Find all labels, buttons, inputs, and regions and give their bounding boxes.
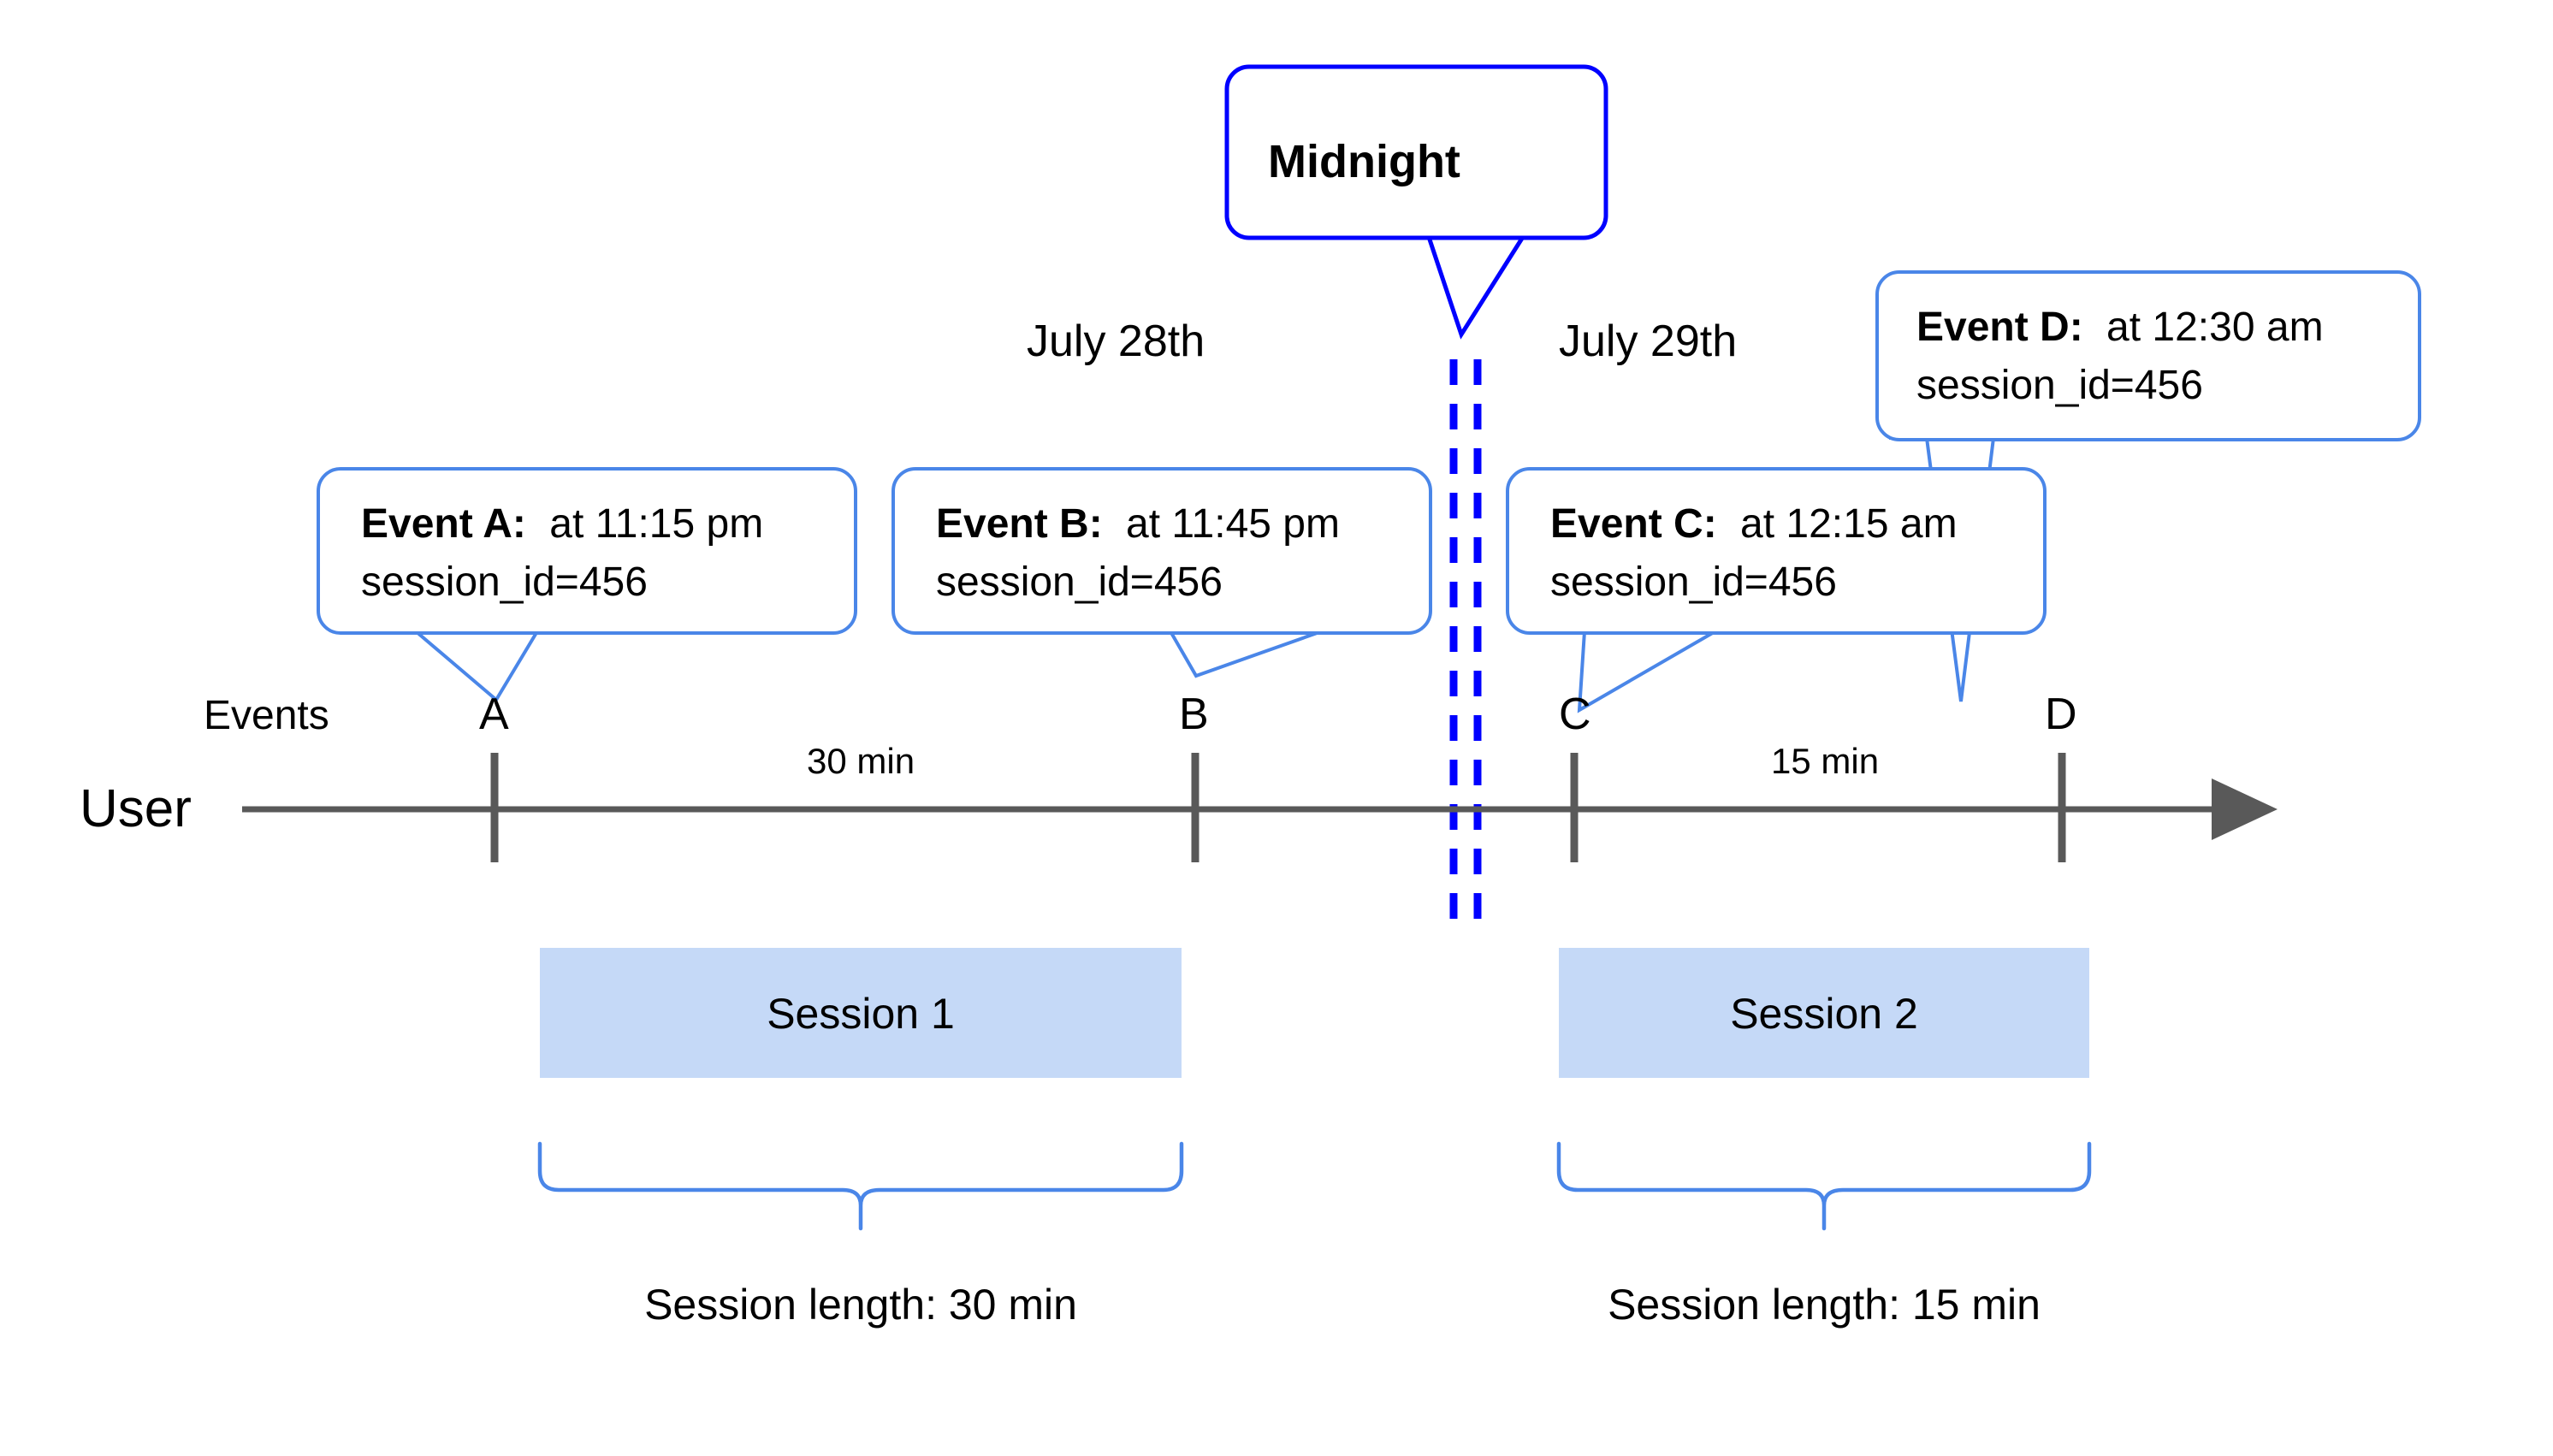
gap-label-a-b: 30 min [807, 741, 915, 781]
event-b-callout: Event B: at 11:45 pm session_id=456 [891, 467, 1432, 678]
timeline-axis [242, 753, 2278, 862]
event-b-title: Event B: [936, 501, 1103, 547]
session-2-label: Session 2 [1730, 990, 1918, 1038]
event-a-time: at 11:15 pm [549, 501, 763, 547]
midnight-callout-box [1224, 64, 1608, 240]
event-d-callout-box [1875, 270, 2421, 441]
session-2-brace [1556, 1141, 2092, 1231]
day-label-july-28: July 28th [1027, 317, 1205, 366]
gap-label-c-d: 15 min [1771, 741, 1879, 781]
event-d-callout: Event D: at 12:30 am session_id=456 [1875, 270, 2421, 702]
session-2-length-label: Session length: 15 min [1608, 1281, 2041, 1329]
session-1-bar [540, 948, 1182, 1078]
event-a-callout: Event A: at 11:15 pm session_id=456 [317, 467, 857, 703]
marker-label-c: C [1559, 690, 1591, 739]
midnight-callout-tail [1369, 234, 1577, 340]
session-1-length-label: Session length: 30 min [644, 1281, 1077, 1329]
event-d-title: Event D: [1916, 305, 2083, 350]
session-2-group: Session 2 Session length: 15 min [1556, 948, 2092, 1329]
event-a-line-1: Event A: at 11:15 pm [361, 501, 763, 547]
event-c-callout: Event C: at 12:15 am session_id=456 [1506, 467, 2047, 713]
midnight-divider [1449, 359, 1482, 924]
midnight-callout: Midnight [1224, 64, 1608, 340]
event-b-time: at 11:45 pm [1126, 501, 1340, 547]
event-c-session-id: session_id=456 [1550, 559, 1837, 605]
event-d-session-id: session_id=456 [1916, 363, 2203, 408]
event-a-callout-box [317, 467, 857, 635]
marker-label-a: A [479, 690, 509, 739]
row-label-events: Events [204, 693, 329, 738]
event-b-session-id: session_id=456 [936, 559, 1223, 605]
event-d-time: at 12:30 am [2106, 305, 2324, 350]
row-label-user: User [80, 779, 192, 838]
session-2-bar [1559, 948, 2089, 1078]
marker-label-b: B [1179, 690, 1209, 739]
session-1-brace [537, 1141, 1184, 1231]
timeline-arrow-icon [2212, 778, 2278, 840]
session-1-group: Session 1 Session length: 30 min [537, 948, 1184, 1329]
day-label-july-29: July 29th [1559, 317, 1737, 366]
event-c-line-1: Event C: at 12:15 am [1550, 501, 1958, 547]
midnight-label: Midnight [1268, 136, 1460, 187]
event-c-callout-box [1506, 467, 2047, 635]
event-b-callout-box [891, 467, 1432, 635]
session-1-label: Session 1 [767, 990, 955, 1038]
event-c-title: Event C: [1550, 501, 1717, 547]
event-d-line-1: Event D: at 12:30 am [1916, 305, 2324, 350]
event-b-line-1: Event B: at 11:45 pm [936, 501, 1340, 547]
event-c-time: at 12:15 am [1740, 501, 1958, 547]
event-a-callout-tail [342, 630, 599, 703]
event-a-session-id: session_id=456 [361, 559, 648, 605]
marker-label-d: D [2045, 690, 2077, 739]
event-b-callout-tail [941, 630, 1395, 678]
event-a-title: Event A: [361, 501, 526, 547]
